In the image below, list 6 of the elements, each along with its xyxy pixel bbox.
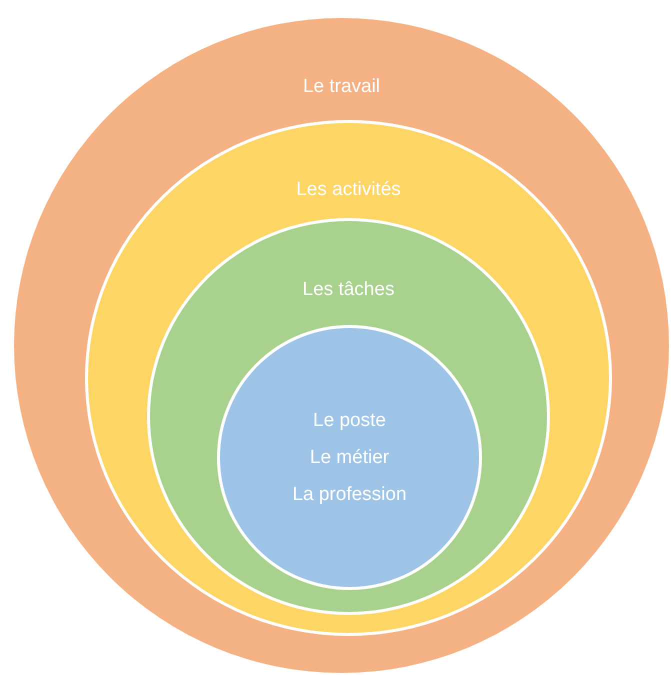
circle-label: Le travail [302,76,380,97]
circle-label: Le poste [313,408,386,432]
circle-label: Les activités [296,179,401,200]
circle-label: Le métier [310,446,390,470]
circle-label: La profession [292,482,407,506]
circle-label: Les tâches [302,279,394,300]
